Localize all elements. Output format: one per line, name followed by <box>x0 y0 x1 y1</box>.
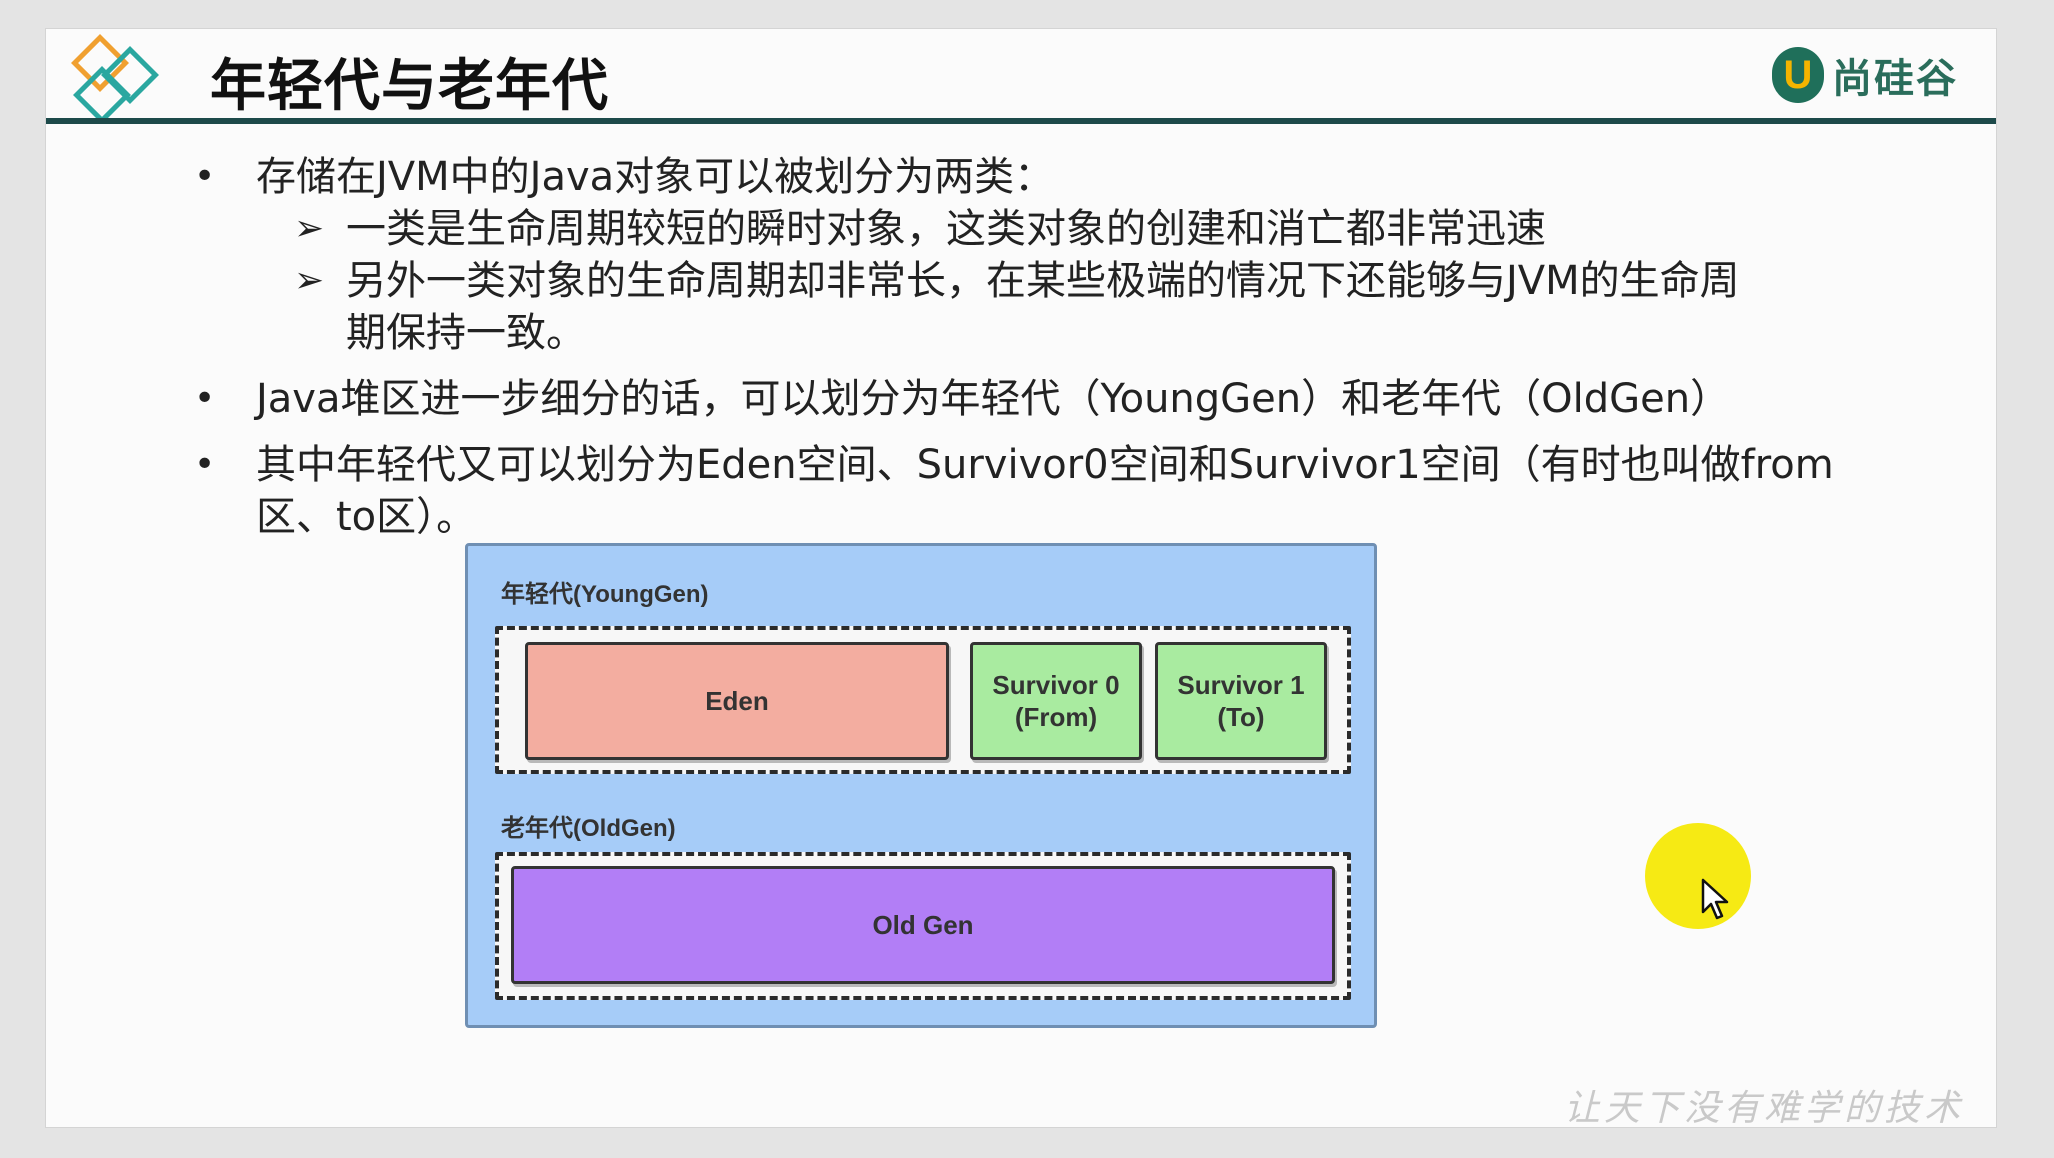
bullet-text: Java堆区进一步细分的话，可以划分为年轻代（YoungGen）和老年代（Old… <box>256 376 1731 422</box>
sub-bullet-item: ➢ 另外一类对象的生命周期却非常长，在某些极端的情况下还能够与JVM的生命周期保… <box>146 255 1746 359</box>
mouse-cursor-icon <box>1701 878 1729 920</box>
survivor0-alias: (From) <box>1014 702 1098 732</box>
bullet-text: 其中年轻代又可以划分为Eden空间、Survivor0空间和Survivor1空… <box>256 442 1834 540</box>
old-gen-label: 老年代(OldGen) <box>501 815 676 842</box>
bullet-item: • Java堆区进一步细分的话，可以划分为年轻代（YoungGen）和老年代（O… <box>146 373 1966 425</box>
survivor1-name: Survivor 1 <box>1177 670 1305 700</box>
bullet-item: • 存储在JVM中的Java对象可以被划分为两类： <box>146 151 1966 203</box>
bullet-list: • 存储在JVM中的Java对象可以被划分为两类： ➢ 一类是生命周期较短的瞬时… <box>146 151 1966 543</box>
survivor0-name: Survivor 0 <box>992 670 1120 700</box>
heap-diagram: 年轻代(YoungGen) Eden Survivor 0 (From) Sur… <box>465 543 1377 1028</box>
eden-region: Eden <box>525 642 949 760</box>
header-divider <box>46 118 1996 124</box>
diamond-logo-icon <box>71 34 159 124</box>
sub-bullet-text: 一类是生命周期较短的瞬时对象，这类对象的创建和消亡都非常迅速 <box>346 206 1546 252</box>
bullet-dot: • <box>194 378 216 419</box>
survivor0-region: Survivor 0 (From) <box>970 642 1142 760</box>
sub-bullet-text: 另外一类对象的生命周期却非常长，在某些极端的情况下还能够与JVM的生命周期保持一… <box>346 258 1740 356</box>
slide-header: 年轻代与老年代 U 尚硅谷 <box>46 29 1996 124</box>
young-gen-label: 年轻代(YoungGen) <box>501 581 709 608</box>
bullet-dot: • <box>194 444 216 485</box>
cursor-highlight <box>1645 823 1751 929</box>
old-gen-region: Old Gen <box>511 866 1335 984</box>
arrow-bullet-icon: ➢ <box>294 208 325 249</box>
bullet-text: 存储在JVM中的Java对象可以被划分为两类： <box>256 154 1055 200</box>
bullet-dot: • <box>194 156 216 197</box>
bullet-item: • 其中年轻代又可以划分为Eden空间、Survivor0空间和Survivor… <box>146 439 1866 543</box>
arrow-bullet-icon: ➢ <box>294 260 325 301</box>
sub-bullet-item: ➢ 一类是生命周期较短的瞬时对象，这类对象的创建和消亡都非常迅速 <box>146 203 1966 255</box>
brand-u-icon: U <box>1772 47 1824 103</box>
survivor1-alias: (To) <box>1217 702 1265 732</box>
watermark: 让天下没有难学的技术 <box>1564 1088 1965 1129</box>
page-title: 年轻代与老年代 <box>210 54 609 119</box>
survivor1-region: Survivor 1 (To) <box>1155 642 1327 760</box>
brand-logo: U 尚硅谷 <box>1772 43 1958 107</box>
brand-name: 尚硅谷 <box>1832 56 1958 102</box>
